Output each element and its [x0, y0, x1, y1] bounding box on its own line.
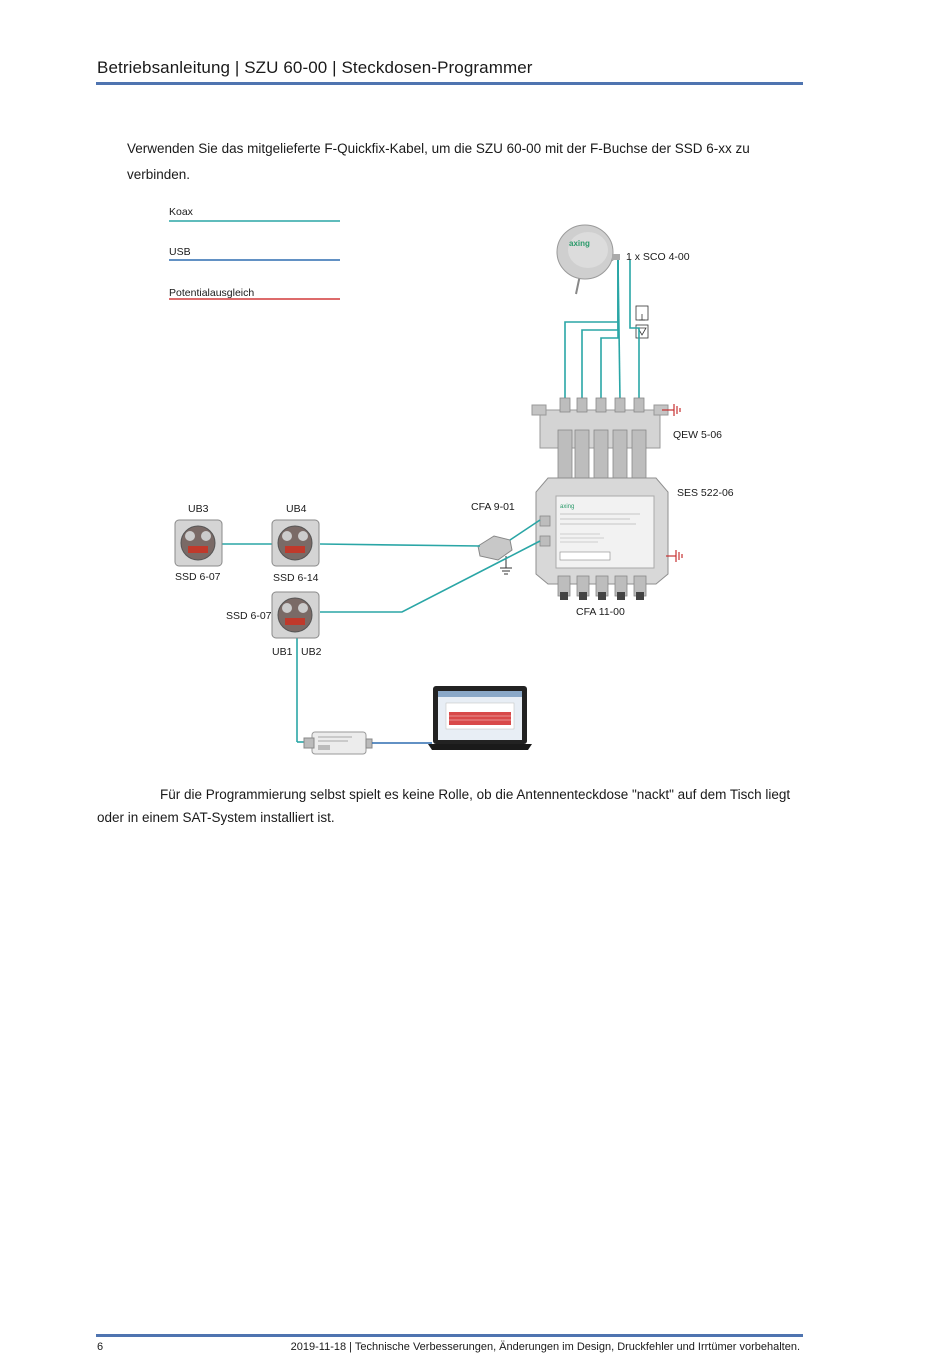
- socket-ub2-label: UB2: [301, 646, 322, 658]
- socket-ub4-label: UB4: [286, 503, 307, 515]
- intro-paragraph: Verwenden Sie das mitgelieferte F-Quickf…: [127, 141, 750, 182]
- socket-ub3-label: UB3: [188, 503, 209, 515]
- socket-ssd-607-low: [271, 591, 320, 639]
- satellite-dish-icon: axing: [556, 224, 620, 295]
- footer-rule: [96, 1334, 803, 1337]
- qew-amplifier: [531, 397, 669, 483]
- lnb-coax-lines: [564, 259, 640, 401]
- legend-potential-label: Potentialausgleich: [169, 287, 254, 299]
- multiswitch-label: SES 522-06: [677, 487, 734, 499]
- body-paragraph: Für die Programmierung selbst spielt es …: [97, 787, 791, 825]
- multiswitch-logo: axing: [560, 504, 574, 510]
- legend-usb-label: USB: [169, 246, 191, 258]
- footer-page-number: 6: [97, 1341, 104, 1353]
- terminator-label: CFA 11-00: [576, 606, 625, 618]
- ground-symbol-amplifier: [662, 404, 681, 416]
- socket-ssd-614: [271, 519, 320, 567]
- ground-box-icon: [635, 305, 649, 339]
- programmer-device: [303, 731, 373, 755]
- page-header-title: Betriebsanleitung | SZU 60-00 | Steckdos…: [97, 58, 533, 77]
- socket-left-label: SSD 6-07: [175, 571, 221, 583]
- header-rule: [96, 82, 803, 85]
- legend-koax-label: Koax: [169, 206, 194, 218]
- dish-logo: axing: [569, 239, 590, 248]
- amplifier-label: QEW 5-06: [673, 429, 722, 441]
- ground-symbol-multiswitch: [666, 550, 683, 562]
- socket-ssd-607-left: [174, 519, 223, 567]
- socket-low-label: SSD 6-07: [226, 610, 272, 622]
- cfa-coupler: [477, 535, 513, 575]
- socket-mid-label: SSD 6-14: [273, 572, 319, 584]
- multiswitch: axing: [535, 477, 669, 600]
- socket-ub1-label: UB1: [272, 646, 293, 658]
- socket-coax-lines: [222, 519, 541, 743]
- laptop-icon: [428, 686, 532, 750]
- footer-note: 2019-11-18 | Technische Verbesserungen, …: [290, 1341, 800, 1353]
- coupler-label: CFA 9-01: [471, 501, 515, 513]
- lnb-label: 1 x SCO 4-00: [626, 251, 690, 263]
